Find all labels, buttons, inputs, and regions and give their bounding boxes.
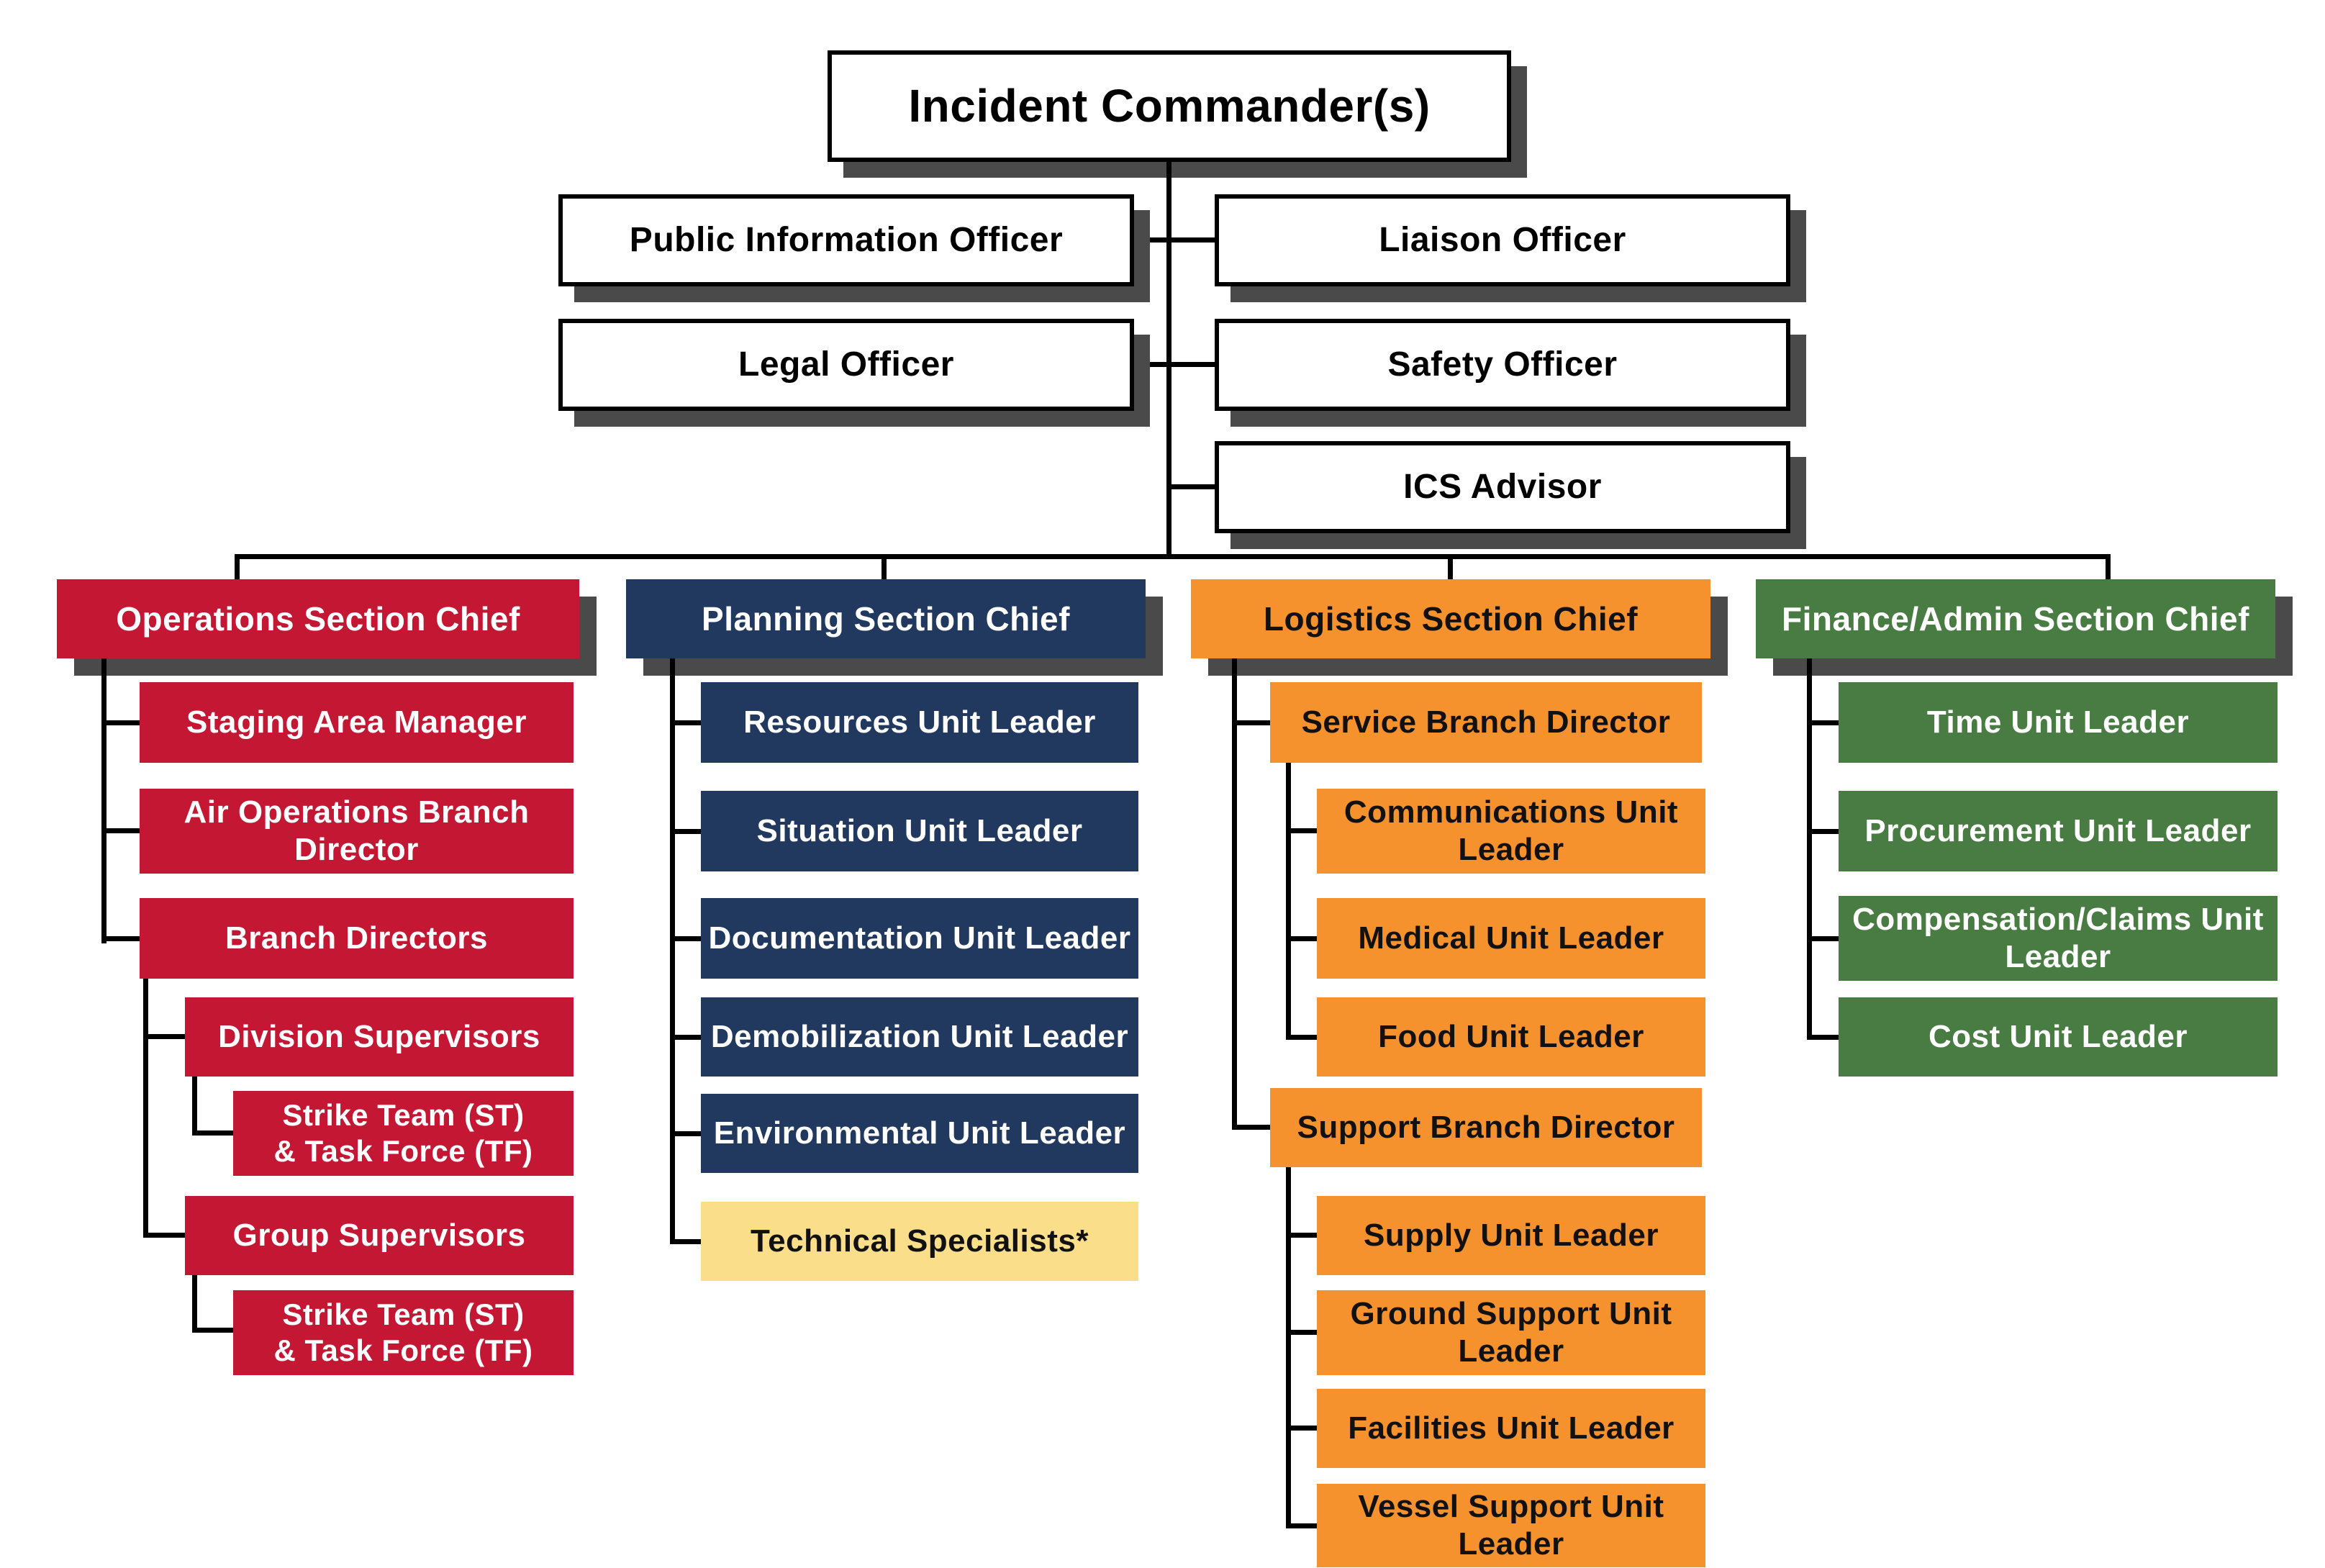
node-group-supervisors: Group Supervisors (185, 1196, 574, 1275)
connector-planning-spine (670, 658, 675, 1244)
connector-division-spine (192, 1077, 197, 1136)
connector-tick-time (1807, 720, 1839, 725)
node-strike-team-task-force-1: Strike Team (ST) & Task Force (TF) (233, 1091, 574, 1176)
node-cost-unit-leader: Cost Unit Leader (1839, 997, 2278, 1077)
connector-officers-row2 (1134, 362, 1215, 367)
connector-branch-directors-spine (143, 979, 148, 1238)
node-service-branch-director: Service Branch Director (1270, 682, 1702, 763)
connector-tick-vessel-support (1286, 1523, 1317, 1528)
connector-tick-support-branch (1232, 1125, 1270, 1130)
connector-tick-communications (1286, 828, 1317, 833)
connector-tick-cost (1807, 1035, 1839, 1040)
node-strike-team-task-force-2: Strike Team (ST) & Task Force (TF) (233, 1290, 574, 1375)
node-technical-specialists: Technical Specialists* (701, 1202, 1138, 1281)
node-resources-unit-leader: Resources Unit Leader (701, 682, 1138, 763)
connector-tick-ground-support (1286, 1330, 1317, 1335)
node-air-operations-branch-director: Air Operations Branch Director (140, 789, 574, 874)
node-documentation-unit-leader: Documentation Unit Leader (701, 898, 1138, 979)
connector-officers-row1 (1134, 237, 1215, 243)
connector-tick-supply (1286, 1233, 1317, 1238)
node-legal-officer: Legal Officer (558, 319, 1134, 411)
connector-drop-finance (2106, 554, 2111, 579)
node-facilities-unit-leader: Facilities Unit Leader (1317, 1389, 1705, 1468)
connector-tick-strike-team-2 (192, 1328, 233, 1333)
connector-tick-compensation-claims (1807, 936, 1839, 941)
node-planning-section-chief: Planning Section Chief (626, 579, 1146, 658)
connector-drop-planning (881, 554, 887, 579)
node-situation-unit-leader: Situation Unit Leader (701, 791, 1138, 871)
connector-group-spine (192, 1275, 197, 1333)
connector-section-distribution (235, 554, 2111, 559)
connector-tick-strike-team-1 (192, 1130, 233, 1136)
connector-drop-operations (235, 554, 240, 579)
connector-tick-staging (101, 720, 140, 725)
connector-tick-situation (670, 829, 701, 834)
connector-service-branch-spine (1286, 763, 1291, 1040)
node-division-supervisors: Division Supervisors (185, 997, 574, 1077)
node-incident-commander: Incident Commander(s) (828, 50, 1511, 162)
node-safety-officer: Safety Officer (1215, 319, 1790, 411)
connector-finance-spine (1807, 658, 1812, 1040)
connector-tick-resources (670, 720, 701, 725)
node-supply-unit-leader: Supply Unit Leader (1317, 1196, 1705, 1275)
connector-ic-trunk (1166, 162, 1171, 554)
connector-tick-procurement (1807, 829, 1839, 834)
node-time-unit-leader: Time Unit Leader (1839, 682, 2278, 763)
node-ics-advisor: ICS Advisor (1215, 441, 1790, 533)
node-support-branch-director: Support Branch Director (1270, 1088, 1702, 1167)
node-medical-unit-leader: Medical Unit Leader (1317, 898, 1705, 979)
connector-tick-food (1286, 1035, 1317, 1040)
connector-tick-division-supervisors (143, 1034, 185, 1039)
node-environmental-unit-leader: Environmental Unit Leader (701, 1094, 1138, 1173)
connector-tick-air-ops (101, 828, 140, 833)
connector-tick-medical (1286, 936, 1317, 941)
node-procurement-unit-leader: Procurement Unit Leader (1839, 791, 2278, 871)
node-finance-admin-section-chief: Finance/Admin Section Chief (1756, 579, 2275, 658)
node-liaison-officer: Liaison Officer (1215, 194, 1790, 286)
connector-tick-demobilization (670, 1035, 701, 1040)
connector-support-branch-spine (1286, 1167, 1291, 1528)
connector-officers-row3 (1166, 484, 1215, 489)
node-branch-directors: Branch Directors (140, 898, 574, 979)
connector-tick-technical-specialists (670, 1239, 701, 1244)
node-compensation-claims-unit-leader: Compensation/Claims Unit Leader (1839, 896, 2278, 981)
connector-tick-branch-directors (101, 936, 140, 941)
node-logistics-section-chief: Logistics Section Chief (1191, 579, 1710, 658)
connector-logistics-spine (1232, 658, 1237, 1130)
connector-tick-documentation (670, 936, 701, 941)
node-communications-unit-leader: Communications Unit Leader (1317, 789, 1705, 874)
node-staging-area-manager: Staging Area Manager (140, 682, 574, 763)
node-demobilization-unit-leader: Demobilization Unit Leader (701, 997, 1138, 1077)
node-operations-section-chief: Operations Section Chief (57, 579, 579, 658)
connector-operations-spine (101, 658, 106, 943)
connector-tick-group-supervisors (143, 1233, 185, 1238)
connector-tick-service-branch (1232, 720, 1270, 725)
node-ground-support-unit-leader: Ground Support Unit Leader (1317, 1290, 1705, 1375)
node-public-information-officer: Public Information Officer (558, 194, 1134, 286)
node-vessel-support-unit-leader: Vessel Support Unit Leader (1317, 1484, 1705, 1567)
node-food-unit-leader: Food Unit Leader (1317, 997, 1705, 1077)
connector-tick-facilities (1286, 1426, 1317, 1431)
connector-tick-environmental (670, 1131, 701, 1136)
connector-drop-logistics (1448, 554, 1453, 579)
